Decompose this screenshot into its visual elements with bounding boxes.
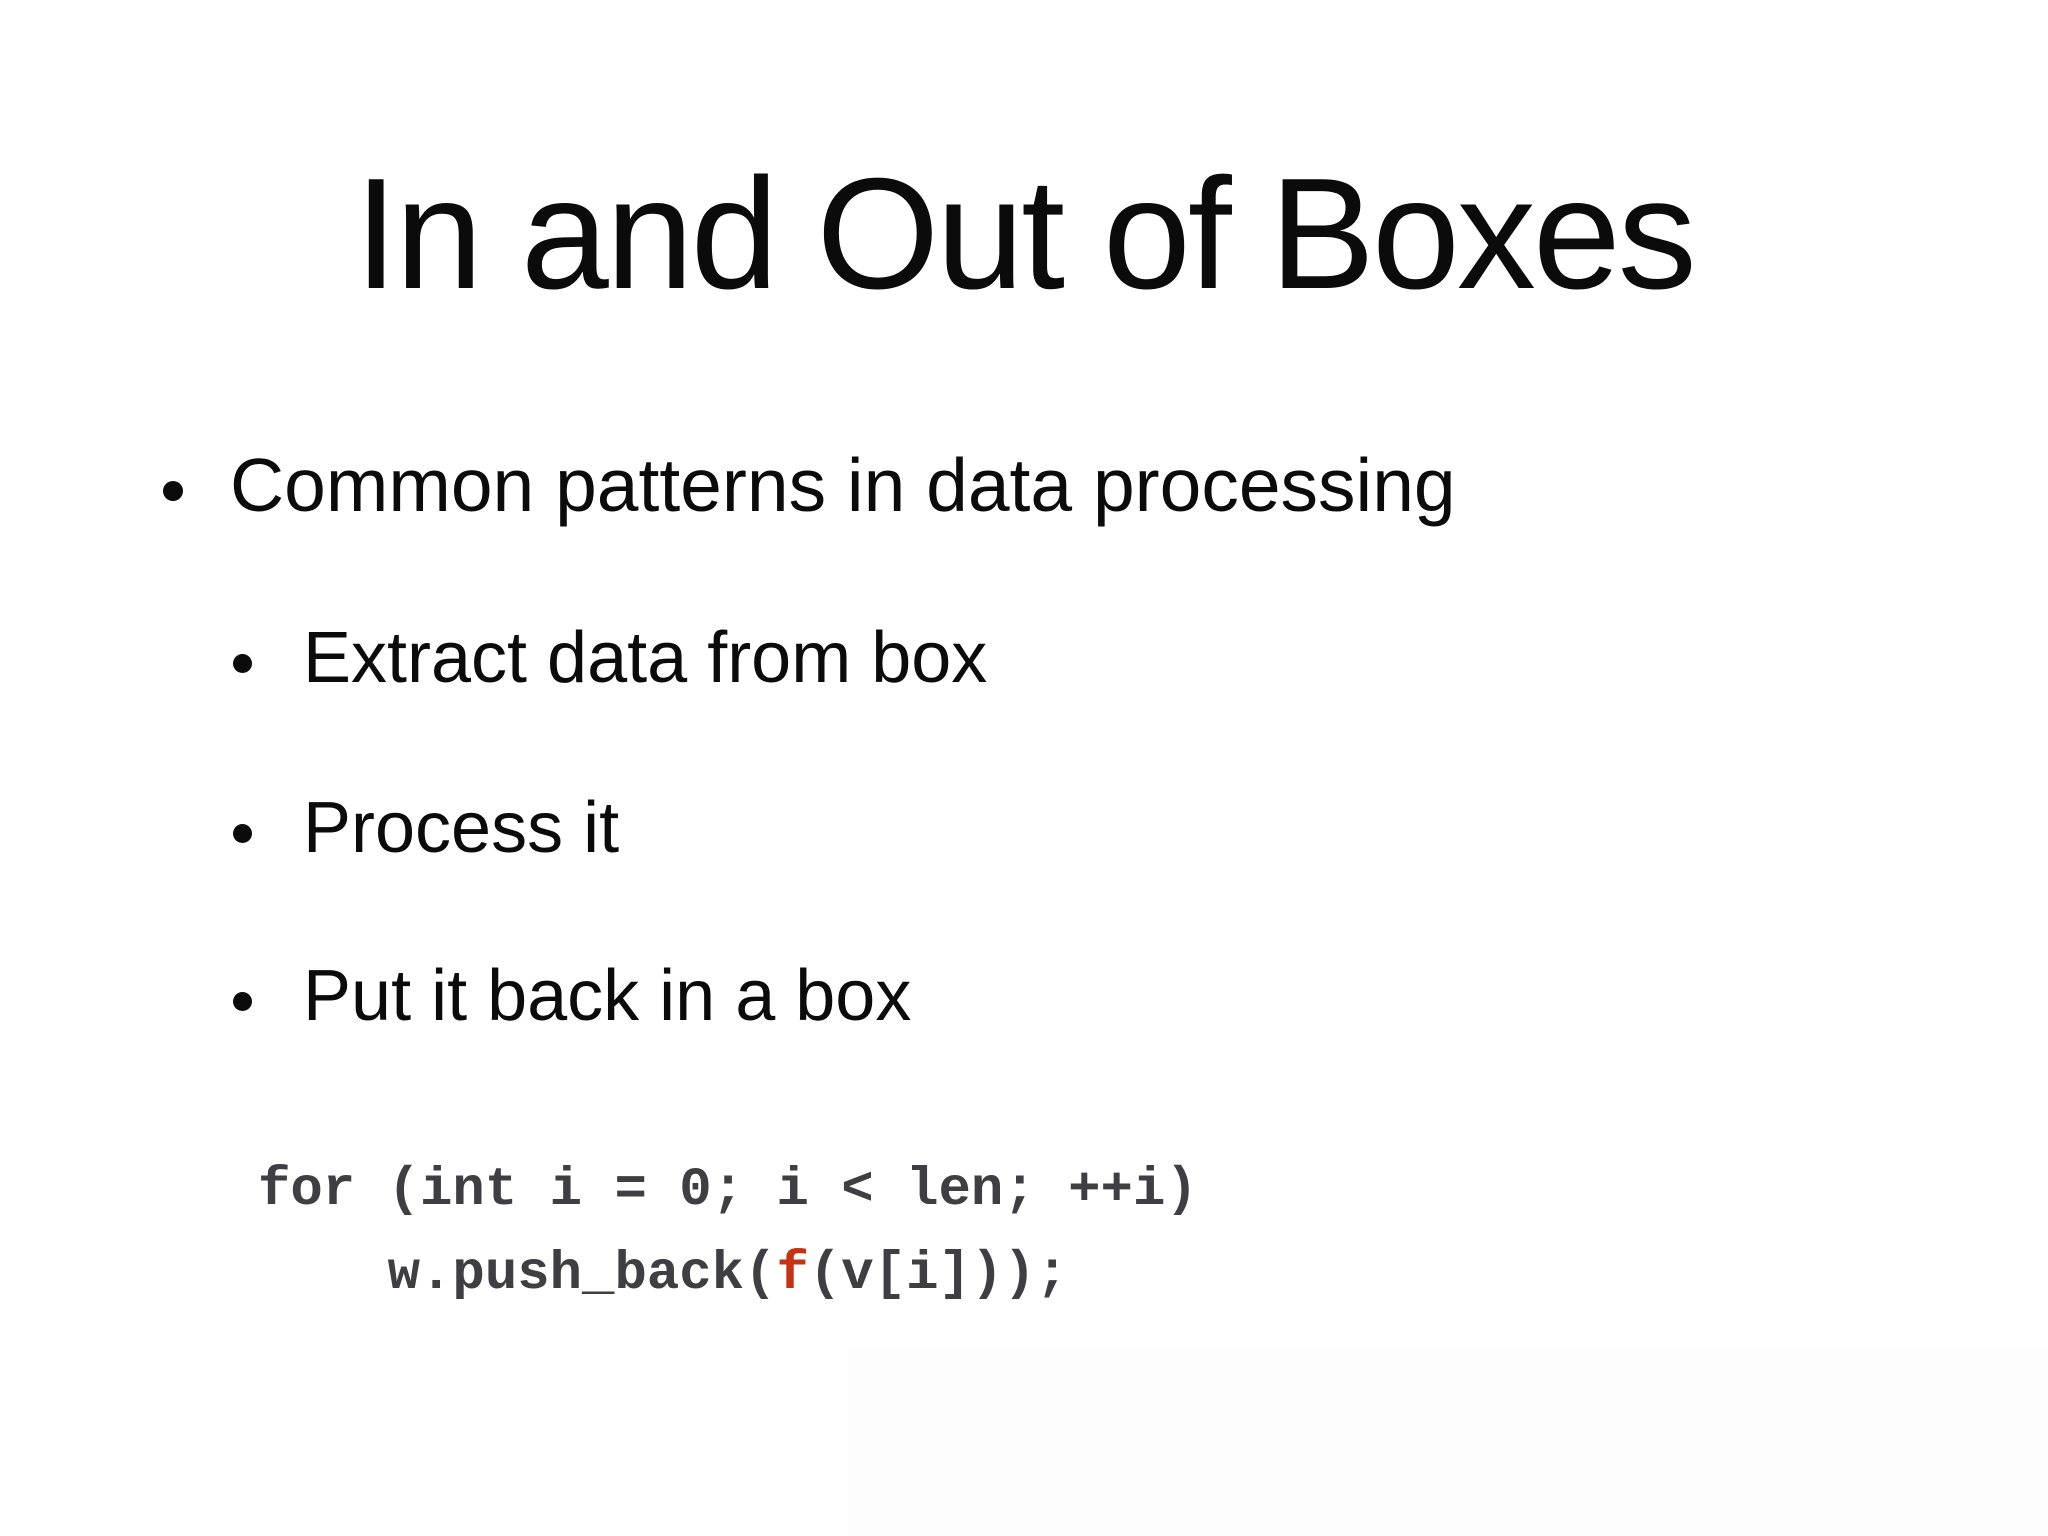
- bullet-dot: [163, 481, 183, 501]
- slide-title: In and Out of Boxes: [354, 146, 1697, 322]
- bullet-item-put-it-back: Put it back in a box: [233, 960, 911, 1032]
- code-push-back: w.push_back(: [387, 1244, 777, 1305]
- code-block: for (int i = 0; i < len; ++i) w.push_bac…: [258, 1149, 1198, 1317]
- bullet-dot: [233, 992, 252, 1011]
- bullet-text: Put it back in a box: [303, 956, 912, 1036]
- bullet-item-common-patterns: Common patterns in data processing: [163, 448, 1456, 523]
- code-line-2: w.push_back(f(v[i]));: [258, 1233, 1198, 1317]
- code-highlight-f: f: [776, 1244, 809, 1305]
- code-for-loop: for (int i = 0; i < len; ++i): [258, 1160, 1198, 1221]
- code-call-suffix: (v[i]));: [808, 1244, 1069, 1305]
- bullet-dot: [233, 654, 252, 673]
- code-line-1: for (int i = 0; i < len; ++i): [258, 1149, 1198, 1233]
- bullet-dot: [233, 824, 252, 843]
- bullet-item-extract-data: Extract data from box: [233, 622, 987, 694]
- bullet-item-process-it: Process it: [233, 792, 619, 864]
- code-indent: [258, 1244, 388, 1305]
- background-artifact-region: [848, 1348, 2048, 1536]
- bullet-text: Extract data from box: [303, 618, 988, 698]
- bullet-text: Common patterns in data processing: [230, 443, 1456, 527]
- bullet-text: Process it: [303, 788, 620, 868]
